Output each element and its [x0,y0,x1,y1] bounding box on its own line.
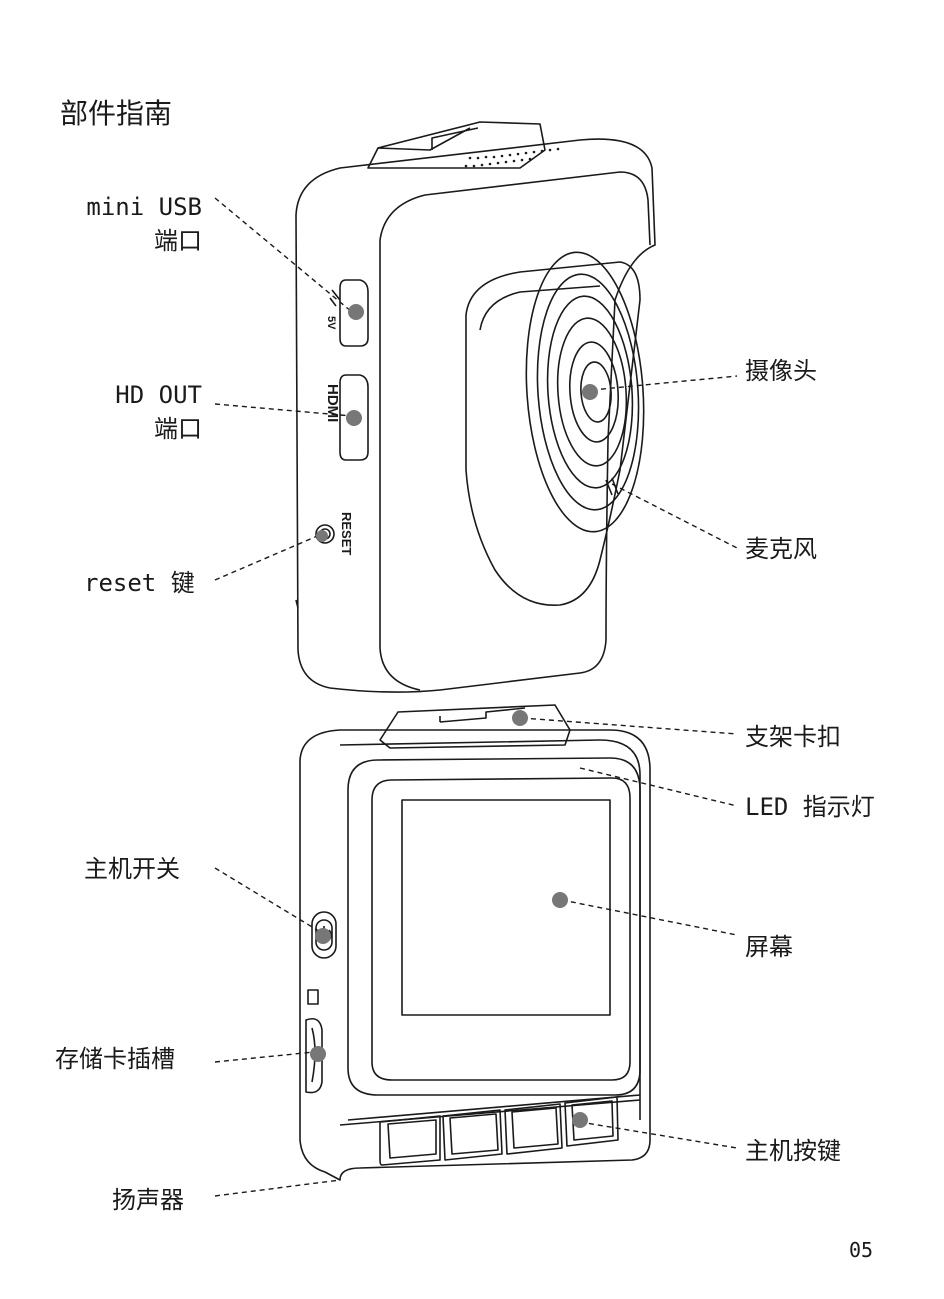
leader-lines [214,197,738,1197]
label-mini-usb-line1: mini USB [86,193,202,221]
device-side-view [295,121,656,693]
dot-main-buttons [572,1112,588,1128]
page-title: 部件指南 [60,97,173,130]
usb-5v-text: 5V [325,316,337,330]
reset-text: RESET [339,512,354,555]
callout-dots [310,304,598,1128]
label-main-buttons: 主机按键 [745,1137,841,1165]
label-microphone: 麦克风 [745,535,817,563]
label-led-indicator: LED 指示灯 [745,793,875,821]
label-mount-clip: 支架卡扣 [745,723,841,751]
device-front-view [299,704,651,1181]
label-reset-key: reset 键 [84,569,195,597]
label-screen: 屏幕 [745,933,793,961]
dot-camera [582,384,598,400]
dot-mount-clip [512,710,528,726]
label-hd-out-line2: 端口 [154,415,202,443]
page-number: 05 [849,1238,874,1262]
label-camera: 摄像头 [745,357,817,385]
dot-power-switch [315,928,331,944]
label-hd-out-line1: HD OUT [115,381,202,409]
label-speaker: 扬声器 [112,1186,184,1214]
hdmi-text: HDMI [324,384,341,422]
label-power-switch: 主机开关 [84,855,180,883]
label-hd-out: HD OUT 端口 [60,378,202,446]
vent-dots [464,147,560,168]
label-mini-usb-line2: 端口 [154,227,202,255]
dot-screen [552,892,568,908]
label-mini-usb: mini USB 端口 [60,190,202,258]
dot-hd-out [346,410,362,426]
dot-card-slot [310,1046,326,1062]
dot-mini-usb [348,304,364,320]
label-card-slot: 存储卡插槽 [55,1045,175,1073]
dot-reset [316,530,328,542]
